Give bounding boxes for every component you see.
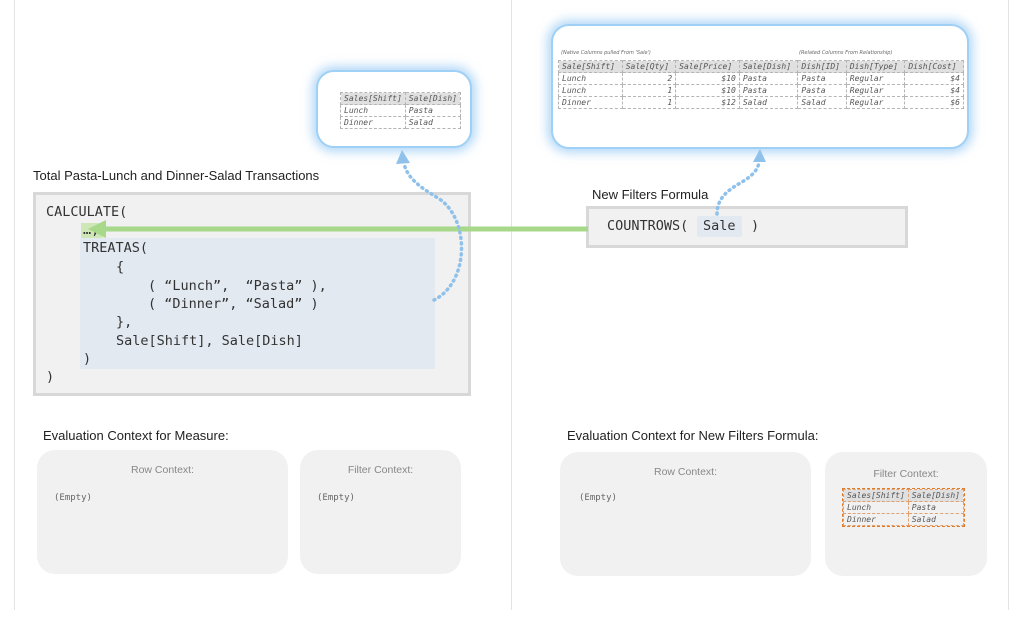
code-line: ) <box>46 369 55 385</box>
table-header: Sales[Shift] <box>843 489 909 502</box>
new-filters-row-context: Row Context: (Empty) <box>560 452 811 576</box>
code-line: }, <box>116 314 133 330</box>
sale-table: Sale[Shift] Sale[Qty] Sale[Price] Sale[D… <box>558 60 964 109</box>
table-row: Dinner 1 $12 Salad Salad Regular $6 <box>558 96 964 109</box>
filter-context-label: Filter Context: <box>347 464 414 476</box>
measure-filter-context: Filter Context: (Empty) <box>300 450 461 574</box>
table-row: Dinner Salad <box>843 513 964 526</box>
table-header: Sale[Shift] <box>558 60 623 73</box>
sale-table-card: (Native Columns pulled From 'Sale') (Rel… <box>551 24 969 149</box>
filter-context-table: Sales[Shift] Sale[Dish] Lunch Pasta Dinn… <box>842 488 965 527</box>
filter-context-label: Filter Context: <box>873 468 939 480</box>
formula-arg: Sale <box>703 218 736 234</box>
green-arrow-head <box>88 220 106 238</box>
left-divider <box>14 0 15 610</box>
sale-arg-highlight <box>697 216 742 237</box>
row-context-value: (Empty) <box>579 493 617 503</box>
table-header: Sales[Shift] <box>340 92 406 105</box>
code-line: ) <box>83 351 92 367</box>
new-filters-title: New Filters Formula <box>592 187 709 202</box>
measure-title: Total Pasta-Lunch and Dinner-Salad Trans… <box>33 168 320 183</box>
new-filters-filter-context: Filter Context: Sales[Shift] Sale[Dish] … <box>825 452 987 576</box>
sale-arrow-head <box>753 149 766 162</box>
measure-row-context: Row Context: (Empty) <box>37 450 288 574</box>
row-context-label: Row Context: <box>653 466 718 478</box>
row-context-value: (Empty) <box>54 493 92 503</box>
treatas-result-table: Sales[Shift] Sale[Dish] Lunch Pasta Dinn… <box>340 92 461 129</box>
treatas-result-card: Sales[Shift] Sale[Dish] Lunch Pasta Dinn… <box>316 70 472 148</box>
table-row: Dinner Salad <box>340 116 461 129</box>
code-line: Sale[Shift], Sale[Dish] <box>116 333 303 349</box>
native-columns-caption: (Native Columns pulled From 'Sale') <box>561 50 651 56</box>
treatas-dotted-arrow <box>402 162 464 302</box>
right-divider <box>1008 0 1009 610</box>
formula-suffix: ) <box>751 218 760 234</box>
code-line: ( “Lunch”, “Pasta” ), <box>148 278 327 294</box>
code-line: ( “Dinner”, “Salad” ) <box>148 296 319 312</box>
treatas-arrow-head <box>396 150 410 164</box>
table-header: Sale[Dish] <box>738 60 799 73</box>
treatas-highlight <box>80 238 435 369</box>
formula-prefix: COUNTROWS( <box>607 218 689 234</box>
eval-new-filters-title: Evaluation Context for New Filters Formu… <box>567 428 819 443</box>
row-context-label: Row Context: <box>130 464 195 476</box>
table-row: Lunch 1 $10 Pasta Pasta Regular $4 <box>558 84 964 97</box>
code-line: { <box>116 259 125 275</box>
related-columns-caption: (Related Columns From Relationship) <box>799 50 893 56</box>
filter-context-value: (Empty) <box>317 493 355 503</box>
code-line: TREATAS( <box>83 240 149 256</box>
table-row: Lunch 2 $10 Pasta Pasta Regular $4 <box>558 72 964 85</box>
table-header: Dish[Cost] <box>904 60 964 73</box>
sale-dotted-arrow <box>715 160 761 216</box>
eval-measure-title: Evaluation Context for Measure: <box>43 428 229 443</box>
center-divider <box>511 0 512 610</box>
table-header: Sale[Dish] <box>907 489 964 502</box>
code-line: CALCULATE( <box>46 204 128 220</box>
table-header: Sale[Price] <box>675 60 740 73</box>
